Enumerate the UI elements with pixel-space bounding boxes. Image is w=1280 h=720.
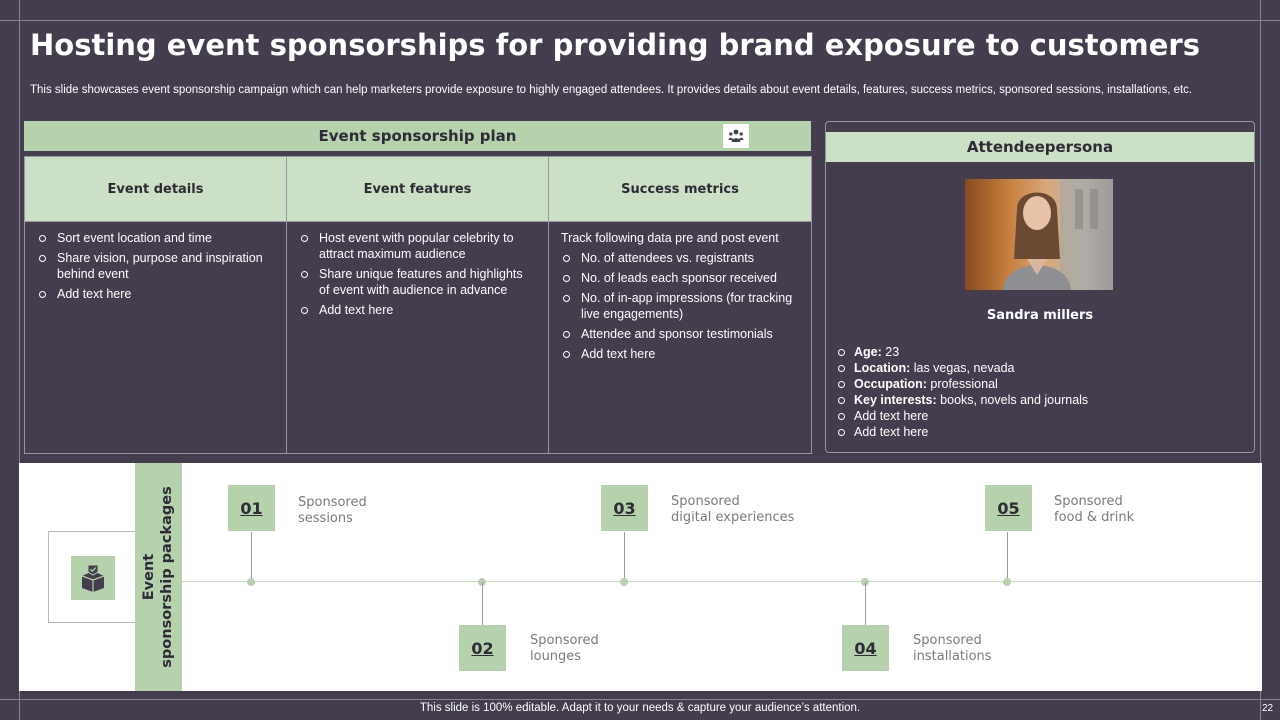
list-item: Sort event location and time bbox=[37, 230, 274, 246]
step-number-01: 01 bbox=[228, 485, 275, 531]
packages-icon-box bbox=[48, 531, 136, 623]
list-item: No. of leads each sponsor received bbox=[561, 270, 799, 286]
step-label-05: Sponsored food & drink bbox=[1054, 494, 1135, 525]
list-item: Add text here bbox=[37, 286, 274, 302]
persona-card: Attendeepersona Sandra millers Age: 23 L… bbox=[825, 121, 1255, 453]
persona-detail-extra: Add text here bbox=[836, 408, 1088, 424]
step-label-03: Sponsored digital experiences bbox=[671, 494, 795, 525]
list-item: Host event with popular celebrity to att… bbox=[299, 230, 536, 262]
slide-title: Hosting event sponsorships for providing… bbox=[30, 28, 1200, 62]
slide-footer: This slide is 100% editable. Adapt it to… bbox=[419, 702, 861, 714]
timeline-stem bbox=[482, 582, 483, 625]
step-number-03: 03 bbox=[601, 485, 648, 531]
plan-column-success-metrics: Success metrics Track following data pre… bbox=[549, 157, 811, 453]
timeline-dot bbox=[1003, 578, 1011, 586]
plan-header-label: Event sponsorship plan bbox=[318, 127, 517, 145]
list-item: Add text here bbox=[561, 346, 799, 362]
slide-subtitle: This slide showcases event sponsorship c… bbox=[30, 84, 1193, 96]
packages-band: Event sponsorship packages 01 Sponsored … bbox=[19, 463, 1262, 691]
timeline-stem bbox=[624, 532, 625, 582]
persona-name: Sandra millers bbox=[986, 308, 1094, 323]
frame-line-top bbox=[0, 20, 1280, 21]
step-number-02: 02 bbox=[459, 625, 506, 671]
persona-detail-location: Location: las vegas, nevada bbox=[836, 360, 1088, 376]
timeline-stem bbox=[865, 582, 866, 625]
list-item: Share vision, purpose and inspiration be… bbox=[37, 250, 274, 282]
list-item: Share unique features and highlights of … bbox=[299, 266, 536, 298]
step-label-02: Sponsored lounges bbox=[530, 633, 599, 664]
timeline-stem bbox=[251, 532, 252, 582]
plan-column-event-details: Event details Sort event location and ti… bbox=[25, 157, 287, 453]
column-heading: Event features bbox=[287, 157, 548, 222]
plan-table: Event details Sort event location and ti… bbox=[24, 156, 812, 454]
column-heading: Success metrics bbox=[549, 157, 811, 222]
step-label-01: Sponsored sessions bbox=[298, 495, 367, 526]
timeline-dot bbox=[247, 578, 255, 586]
packages-label: Event sponsorship packages bbox=[141, 486, 175, 668]
plan-header: Event sponsorship plan bbox=[24, 121, 811, 151]
persona-detail-extra: Add text here bbox=[836, 424, 1088, 440]
frame-line-left bbox=[19, 0, 20, 720]
plan-column-event-features: Event features Host event with popular c… bbox=[287, 157, 549, 453]
step-number-05: 05 bbox=[985, 485, 1032, 531]
people-icon bbox=[723, 124, 749, 148]
persona-photo bbox=[965, 179, 1113, 290]
packages-label-strip: Event sponsorship packages bbox=[135, 463, 182, 691]
list-item: Attendee and sponsor testimonials bbox=[561, 326, 799, 342]
column-intro: Track following data pre and post event bbox=[561, 231, 779, 245]
persona-details: Age: 23 Location: las vegas, nevada Occu… bbox=[836, 344, 1088, 440]
page-number: 22 bbox=[1262, 703, 1274, 714]
step-label-04: Sponsored installations bbox=[913, 633, 992, 664]
box-check-icon bbox=[71, 556, 115, 600]
timeline-line bbox=[182, 581, 1262, 582]
persona-detail-age: Age: 23 bbox=[836, 344, 1088, 360]
column-heading: Event details bbox=[25, 157, 286, 222]
frame-line-bottom bbox=[0, 699, 1280, 700]
persona-detail-occupation: Occupation: professional bbox=[836, 376, 1088, 392]
timeline-dot bbox=[620, 578, 628, 586]
list-item: No. of in-app impressions (for tracking … bbox=[561, 290, 799, 322]
step-number-04: 04 bbox=[842, 625, 889, 671]
persona-detail-interests: Key interests: books, novels and journal… bbox=[836, 392, 1088, 408]
persona-header: Attendeepersona bbox=[826, 132, 1254, 162]
list-item: Add text here bbox=[299, 302, 536, 318]
frame-line-right bbox=[1260, 0, 1261, 720]
list-item: No. of attendees vs. registrants bbox=[561, 250, 799, 266]
timeline-stem bbox=[1007, 532, 1008, 582]
